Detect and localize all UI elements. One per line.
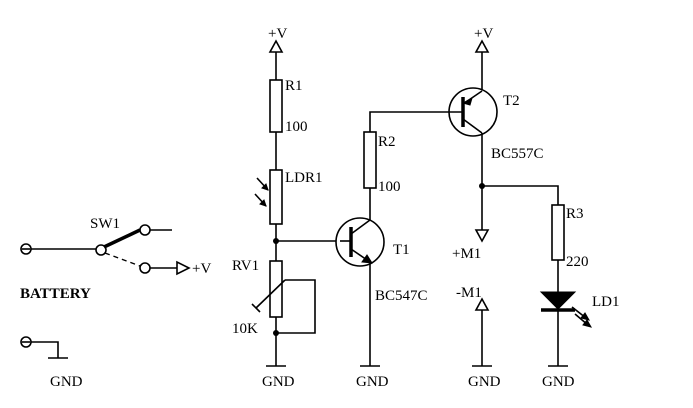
supply-arrow-icon — [268, 39, 284, 53]
transistor-t1-npn — [335, 217, 385, 267]
r2-supply-t2 — [474, 39, 490, 92]
r2-label: R2 — [378, 134, 396, 150]
ld1-label: LD1 — [592, 294, 620, 310]
r1-value: 100 — [285, 119, 308, 135]
sw1-label: SW1 — [90, 216, 120, 232]
gnd-rv1-label: GND — [262, 374, 295, 390]
m1-pos-label: +M1 — [452, 246, 481, 262]
r3-label: R3 — [566, 206, 584, 222]
m1-neg-label: -M1 — [456, 285, 482, 301]
r1-label: R1 — [285, 78, 303, 94]
r2-to-t2-base-wire — [369, 111, 440, 132]
r1-supply — [268, 39, 284, 80]
resistor-r3 — [551, 204, 565, 261]
rv1-label: RV1 — [232, 258, 259, 274]
resistor-r1 — [269, 79, 283, 133]
ldr1-photoresistor — [254, 169, 283, 225]
gnd-battery-label: GND — [50, 374, 83, 390]
junction-dot — [273, 330, 279, 336]
gnd-t1-label: GND — [356, 374, 389, 390]
gnd-ld1-label: GND — [542, 374, 575, 390]
r3-value: 220 — [566, 254, 589, 270]
ldr1-label: LDR1 — [285, 170, 323, 186]
t2-label: T2 — [503, 93, 520, 109]
led-ld1 — [539, 291, 593, 328]
sw1-supply-label: +V — [192, 261, 211, 277]
t2-supply-label: +V — [474, 26, 493, 42]
t1-label: T1 — [393, 242, 410, 258]
t2-part-label: BC557C — [491, 146, 544, 162]
gnd-m1-label: GND — [468, 374, 501, 390]
supply-arrow-icon — [474, 39, 490, 53]
m1-positive-arrow-icon — [474, 229, 490, 243]
switch-sw1 — [95, 224, 191, 276]
t1-part-label: BC547C — [375, 288, 428, 304]
rv1-value: 10K — [232, 321, 258, 337]
supply-arrow-icon — [176, 260, 191, 276]
rv1-potentiometer — [251, 260, 316, 334]
r2-value: 100 — [378, 179, 401, 195]
t2-to-r3-wire — [482, 185, 559, 205]
battery-negative-terminal — [20, 336, 68, 359]
battery-positive-terminal — [20, 243, 32, 255]
transistor-t2-pnp — [440, 87, 498, 137]
resistor-r2 — [363, 131, 377, 189]
r1-supply-label: +V — [268, 26, 287, 42]
battery-label: BATTERY — [20, 286, 91, 302]
